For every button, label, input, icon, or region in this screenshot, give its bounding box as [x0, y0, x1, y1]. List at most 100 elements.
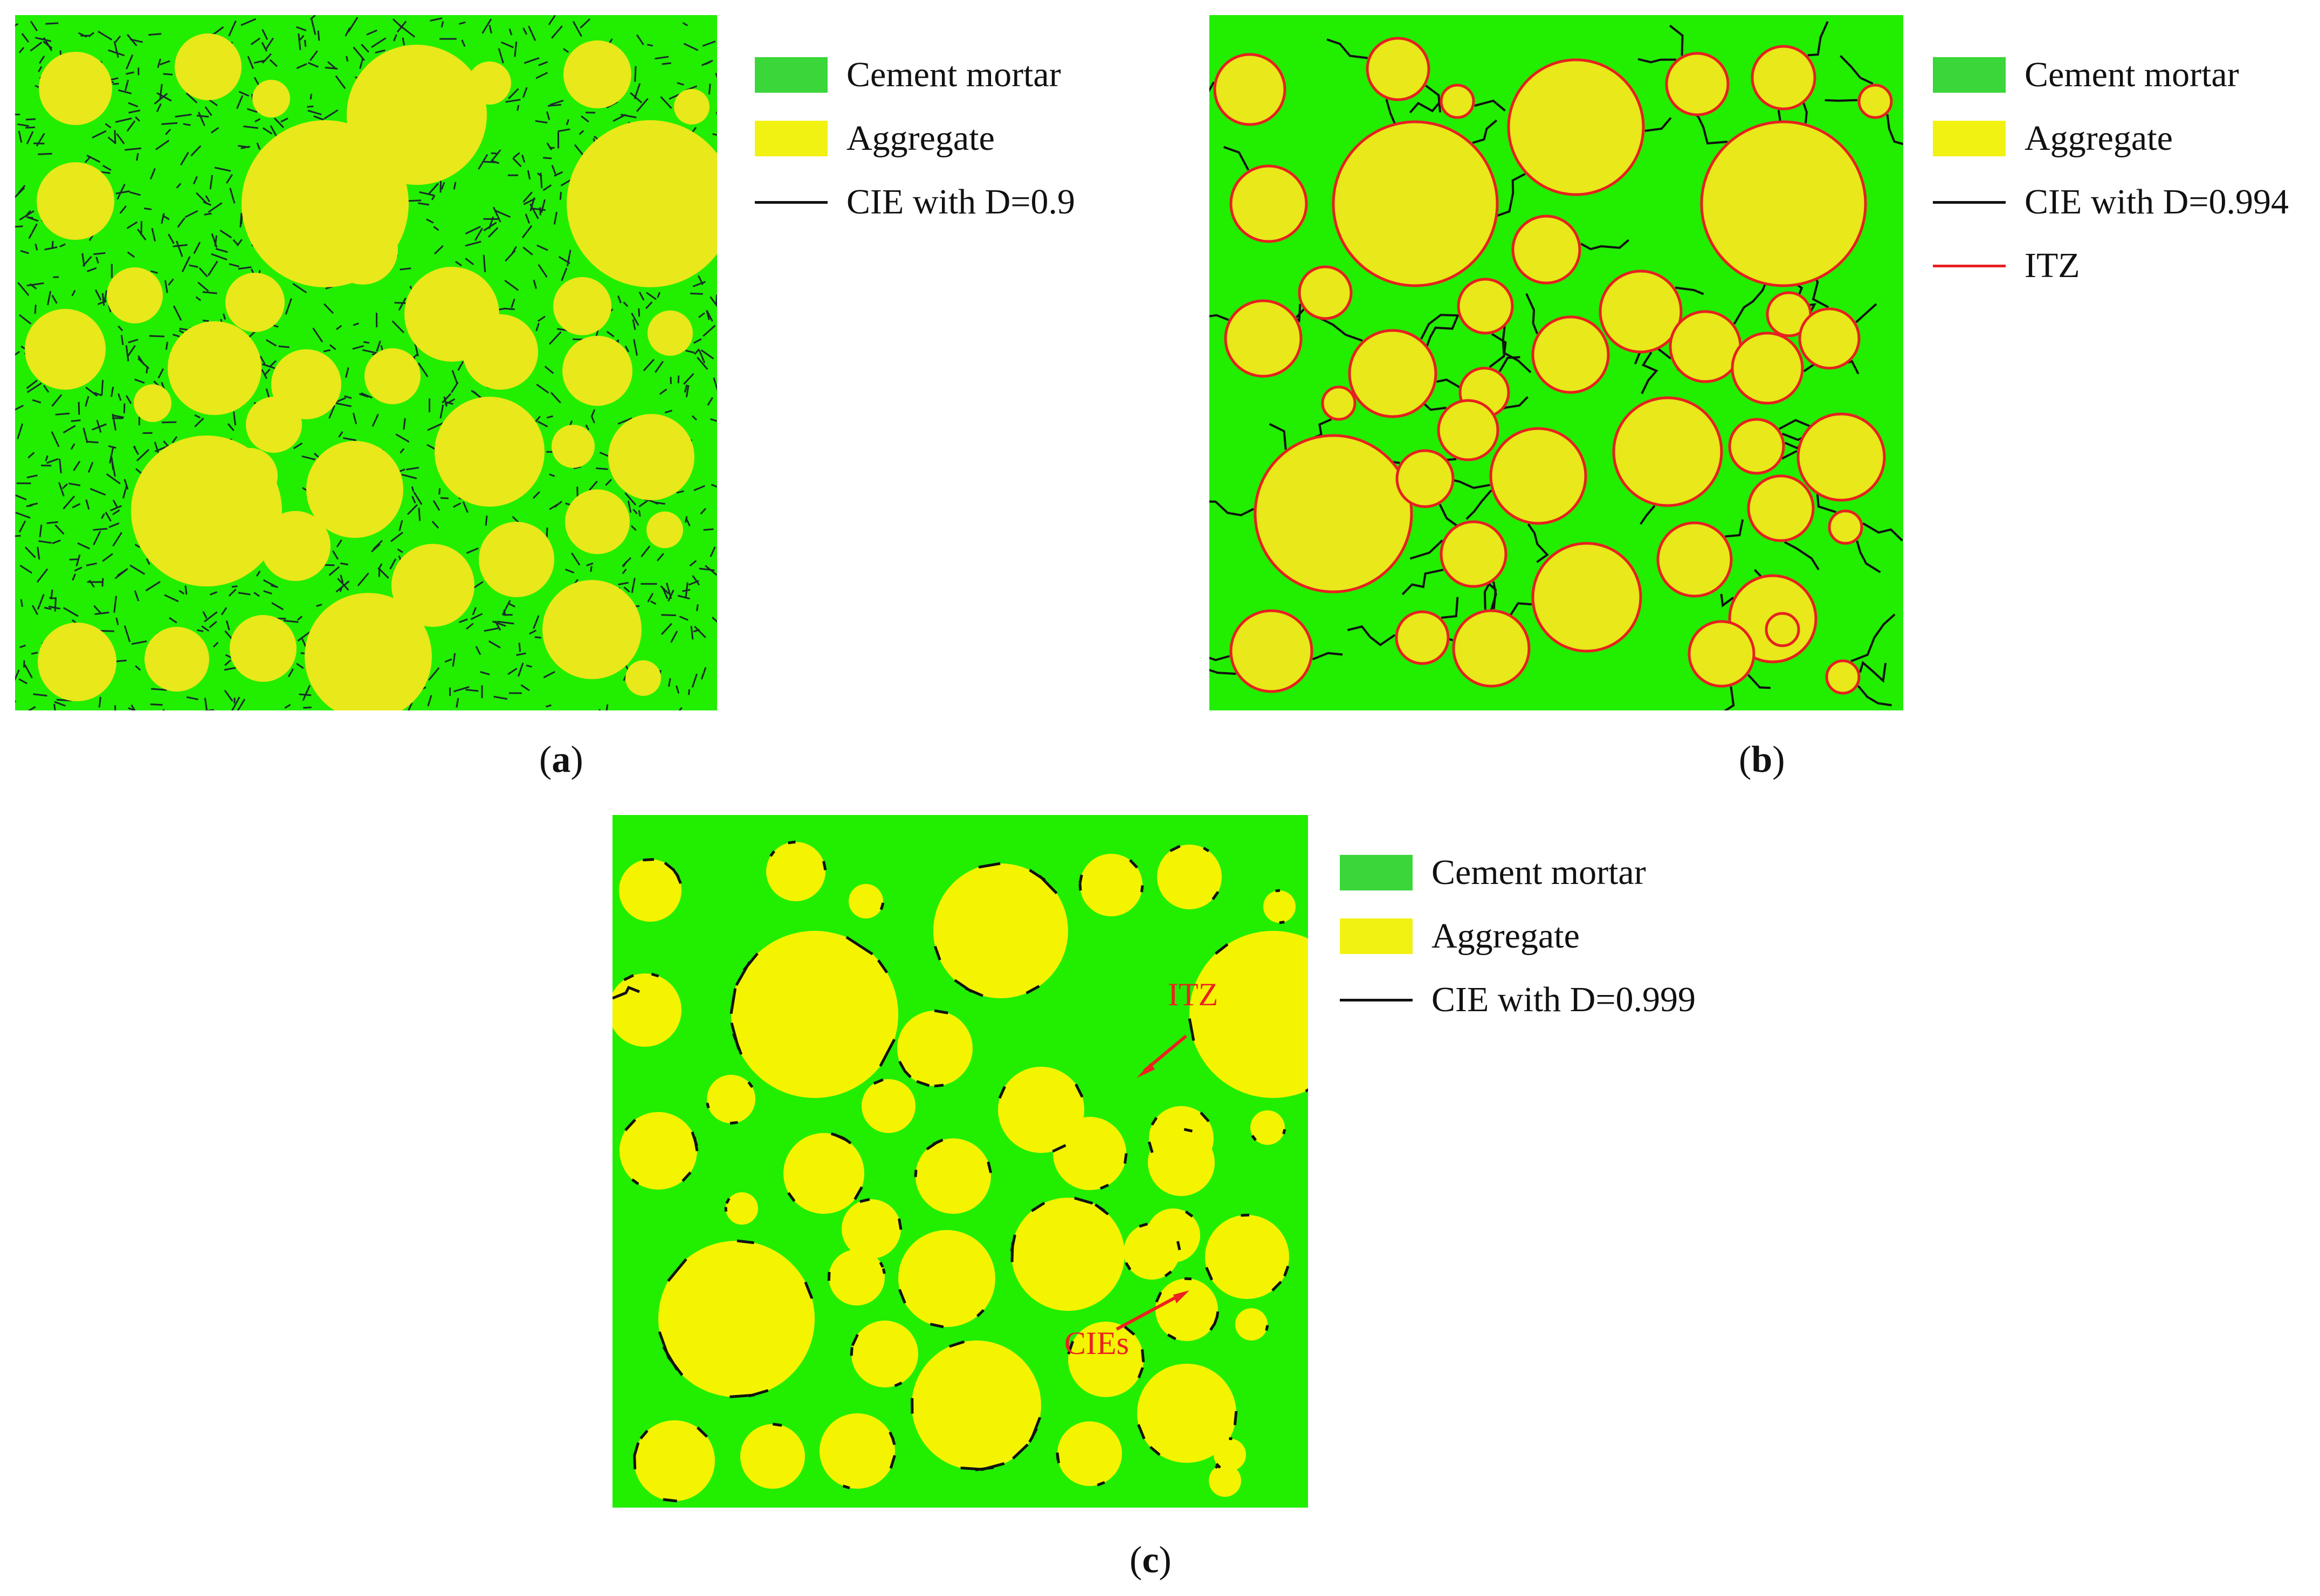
crack-segment — [850, 1347, 853, 1356]
aggregate-particle — [862, 1079, 915, 1133]
crack-segment — [548, 331, 562, 345]
crack-segment — [352, 345, 364, 350]
crack-segment — [134, 378, 145, 384]
crack-segment — [157, 58, 161, 68]
crack-segment — [1209, 500, 1255, 516]
crack-segment — [1209, 314, 1229, 321]
crack-segment — [271, 602, 284, 611]
crack-segment — [638, 291, 645, 301]
aggregate-particle — [305, 593, 432, 710]
crack-segment — [1202, 846, 1210, 853]
crack-segment — [38, 66, 43, 72]
crack-segment — [643, 358, 655, 371]
aggregate-particle — [39, 52, 112, 125]
crack-segment — [339, 586, 343, 592]
aggregate-particle — [897, 1011, 973, 1086]
crack-segment — [710, 296, 717, 308]
crack-segment — [17, 282, 30, 296]
crack-segment — [340, 562, 348, 565]
crack-segment — [336, 539, 342, 548]
crack-segment — [366, 29, 377, 36]
crack-segment — [579, 130, 584, 135]
crack-segment — [1279, 921, 1285, 924]
crack-segment — [933, 945, 941, 961]
crack-segment — [164, 594, 179, 603]
panel-b — [1209, 15, 1903, 710]
crack-segment — [236, 239, 243, 246]
crack-segment — [106, 473, 121, 485]
aggregate-particle — [1205, 1215, 1289, 1299]
crack-segment — [1176, 1241, 1181, 1250]
crack-segment — [484, 627, 499, 632]
crack-segment — [508, 28, 513, 36]
aggregate-particle — [553, 277, 611, 335]
aggregate-particle — [1489, 427, 1587, 525]
crack-segment — [95, 257, 99, 264]
crack-segment — [266, 339, 277, 347]
crack-segment — [1056, 1452, 1061, 1463]
legend-line-symbol — [1340, 982, 1413, 1018]
aggregate-particle — [1348, 329, 1437, 418]
crack-segment — [508, 603, 515, 607]
crack-segment — [336, 324, 342, 330]
crack-segment — [136, 153, 139, 161]
crack-segment — [623, 586, 630, 593]
crack-segment — [453, 686, 470, 693]
aggregate-particle — [1235, 1308, 1268, 1341]
crack-segment — [627, 500, 632, 513]
crack-segment — [1029, 869, 1046, 881]
crack-segment — [696, 604, 699, 611]
crack-segment — [513, 152, 520, 158]
crack-segment — [88, 32, 95, 37]
crack-segment — [108, 445, 116, 449]
crack-segment — [525, 213, 531, 224]
crack-segment — [256, 142, 261, 150]
crack-segment — [26, 474, 38, 479]
legend-label: CIE with D=0.999 — [1431, 980, 1696, 1019]
crack-segment — [433, 226, 439, 231]
crack-segment — [104, 290, 108, 303]
crack-segment — [46, 458, 59, 464]
crack-segment — [361, 392, 373, 399]
crack-segment — [1209, 1323, 1216, 1331]
crack-segment — [549, 473, 555, 477]
crack-segment — [708, 84, 711, 95]
crack-segment — [452, 502, 462, 508]
crack-segment — [112, 414, 125, 418]
crack-segment — [882, 1268, 886, 1274]
crack-segment — [54, 701, 66, 707]
crack-segment — [505, 99, 521, 103]
crack-segment — [550, 392, 561, 404]
crack-segment — [605, 704, 609, 710]
crack-segment — [232, 411, 237, 426]
crack-segment — [1215, 1462, 1221, 1469]
crack-segment — [224, 659, 231, 666]
crack-segment — [371, 543, 381, 552]
crack-segment — [43, 37, 53, 51]
aggregate-particle — [619, 1112, 697, 1190]
crack-segment — [483, 222, 497, 232]
crack-segment — [297, 616, 303, 621]
crack-segment — [134, 116, 141, 122]
aggregate-particle — [562, 336, 632, 406]
crack-segment — [729, 1393, 755, 1398]
crack-segment — [632, 319, 636, 330]
crack-segment — [195, 296, 202, 301]
crack-segment — [580, 18, 591, 29]
aggregate-particle — [1137, 1364, 1236, 1463]
crack-segment — [1498, 356, 1520, 372]
crack-segment — [101, 578, 104, 587]
crack-segment — [177, 217, 185, 228]
aggregate-particle — [851, 1321, 918, 1387]
crack-segment — [116, 133, 125, 144]
crack-segment — [111, 460, 116, 477]
aggregate-particle — [222, 448, 278, 504]
crack-segment — [247, 108, 258, 113]
itz-annotation-label: ITZ — [1168, 977, 1218, 1012]
crack-segment — [1028, 1428, 1038, 1443]
crack-segment — [123, 403, 126, 413]
crack-segment — [930, 1323, 944, 1329]
crack-segment — [914, 1170, 918, 1177]
crack-segment — [1472, 119, 1498, 144]
crack-segment — [283, 619, 299, 623]
